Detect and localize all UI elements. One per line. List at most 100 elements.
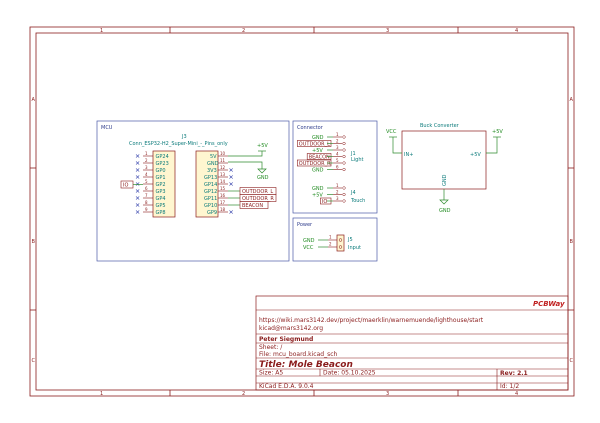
wire-vcc	[392, 137, 402, 154]
title-block: PCBWay https://wiki.mars3142.dev/project…	[255, 295, 569, 391]
connector-pin-number: 5	[336, 158, 339, 163]
j3-pin-name: GP10	[204, 203, 217, 209]
svg-text:2: 2	[329, 242, 332, 247]
j3-pin-name: GP8	[156, 210, 166, 216]
wire-5v	[228, 151, 263, 157]
connector-pin-number: 1	[336, 183, 339, 188]
outdoor-l-label: OUTDOOR_L	[242, 189, 273, 195]
net-5v-mcu: +5V	[257, 143, 268, 149]
wire-gnd	[228, 161, 263, 169]
row-label-b-left: B	[32, 239, 36, 245]
connector-net-label: +5V	[312, 192, 323, 198]
j5-ref: J5	[347, 237, 353, 243]
j3-pin-name: GP0	[156, 168, 166, 174]
power-frame	[292, 217, 378, 262]
j3-pin-number: 3	[145, 165, 148, 170]
file-name: File: mcu_board.kicad_sch	[259, 351, 337, 358]
row-label-a-left: A	[32, 97, 36, 103]
j3-right-pins: 105V11GND123V313GP1314GP1415GP1216GP1117…	[204, 151, 233, 216]
connector-pin-number: 1	[336, 132, 339, 137]
buck-pin-in: IN+	[404, 152, 413, 158]
j3-pin-name: GP1	[156, 175, 166, 181]
connector-label: OUTDOOR_R	[299, 161, 331, 167]
j3-value: Conn_ESP32-H2_Super-Mini_-_Pins_only	[129, 141, 228, 147]
j3-pin-name: GP2	[156, 182, 166, 188]
pcbway-logo: PCBWay	[533, 300, 565, 308]
j3-pin-number: 5	[145, 179, 148, 184]
j3-pin-name: 3V3	[207, 168, 217, 174]
net-vcc-buck: VCC	[386, 129, 397, 135]
net-gnd-mcu: GND	[257, 175, 269, 181]
j3-pin-number: 10	[220, 151, 226, 156]
j3-pin-number: 4	[145, 172, 148, 177]
j3-pin-number: 15	[220, 186, 226, 191]
column-label-2-bottom: 2	[242, 391, 245, 397]
j3-pin-number: 11	[220, 158, 226, 163]
connector-pin-contact	[342, 192, 346, 197]
column-label-3-bottom: 3	[386, 391, 389, 397]
connector-pin-contact	[342, 199, 346, 203]
row-label-b-right: B	[570, 239, 574, 245]
connector-pin-number: 2	[336, 190, 339, 195]
column-label-3-top: 3	[386, 28, 389, 34]
j3-pin-number: 14	[220, 179, 226, 184]
connector-pin-number: 6	[336, 165, 339, 170]
connector-net-label: +5V	[312, 148, 323, 154]
j3-pin-number: 12	[220, 165, 226, 170]
j3-pin-number: 13	[220, 172, 226, 177]
connector-net-label: GND	[312, 186, 324, 192]
j3-pin-name: 5V	[210, 154, 217, 160]
j3-pin-number: 9	[145, 207, 148, 212]
mcu-title: MCU	[101, 125, 113, 131]
connector-pin-number: 3	[336, 196, 339, 201]
connector-label: OUTDOOR_L	[299, 141, 330, 147]
mcu-frame	[96, 120, 290, 262]
connector-pin-number: 3	[336, 145, 339, 150]
connector-label: IO	[322, 199, 327, 205]
net-5v-buck: +5V	[492, 129, 503, 135]
sheet-date: Date: 05.10.2025	[323, 370, 376, 377]
column-label-2-top: 2	[242, 28, 245, 34]
connector-pin-contact	[342, 135, 346, 139]
paper-size: Size: A5	[259, 370, 283, 377]
j3-pin-name: GP24	[156, 154, 169, 160]
j5-name: Input	[348, 245, 361, 251]
j3-pin-number: 18	[220, 207, 226, 212]
buck-title: Buck Converter	[420, 123, 460, 129]
j1-name: Light	[351, 157, 364, 163]
author-name: Peter Siegmund	[259, 336, 313, 343]
j3-pin-name: GP5	[156, 203, 166, 209]
j3-pin-name: GP3	[156, 189, 166, 195]
power-vcc-label: VCC	[303, 245, 314, 251]
svg-text:1: 1	[329, 235, 332, 240]
io-label: IO	[123, 183, 128, 189]
column-label-4-top: 4	[515, 28, 518, 34]
outer-border	[29, 26, 575, 397]
connector-frame	[292, 120, 378, 214]
j3-pin-name: GP9	[207, 210, 217, 216]
j3-pin-number: 16	[220, 193, 226, 198]
column-label-1-bottom: 1	[100, 391, 103, 397]
j4-connector: GND 1 +5V 2IO 3	[312, 183, 346, 205]
j3-pin-name: GP4	[156, 196, 166, 202]
j3-pin-name: GP14	[204, 182, 217, 188]
power-block: Power GND VCC 1 2 J5 Input	[292, 217, 378, 262]
j3-pin-name: GP11	[204, 196, 217, 202]
power-title: Power	[297, 222, 313, 228]
mcu-block: MCU J3 Conn_ESP32-H2_Super-Mini_-_Pins_o…	[96, 120, 290, 262]
column-label-1-top: 1	[100, 28, 103, 34]
connector-pin-number: 4	[336, 152, 339, 157]
connector-net-label: GND	[312, 135, 324, 141]
row-label-c-left: C	[32, 358, 36, 364]
sheet-name: Sheet: /	[259, 344, 283, 351]
buck-pin-gnd: GND	[442, 174, 448, 186]
row-label-c-right: C	[570, 358, 574, 364]
j3-pin-number: 8	[145, 200, 148, 205]
sheet-title: Title: Mole Beacon	[259, 360, 353, 370]
outdoor-r-label: OUTDOOR_R	[242, 196, 274, 202]
connector-pin-contact	[342, 141, 346, 146]
j3-ref: J3	[181, 134, 187, 140]
row-label-a-right: A	[570, 97, 574, 103]
